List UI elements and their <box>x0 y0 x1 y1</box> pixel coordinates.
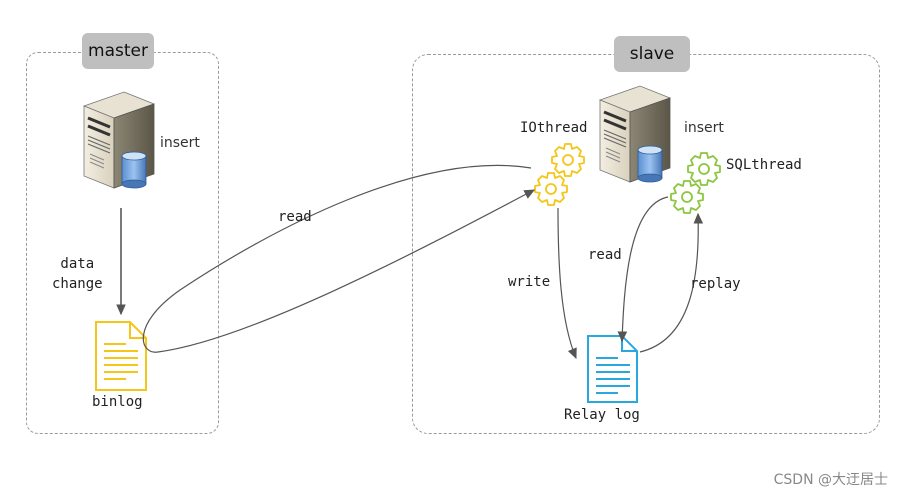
read-binlog-arrow <box>142 164 536 353</box>
slave-server-icon <box>598 84 672 184</box>
master-title: master <box>82 33 154 69</box>
binlog-file-icon <box>95 321 147 391</box>
slave-insert-label: insert <box>684 120 724 136</box>
read-binlog-label: read <box>278 209 312 225</box>
csdn-watermark: CSDN @大迂居士 <box>773 472 888 488</box>
read-relay-label: read <box>588 247 622 263</box>
replay-arrow <box>639 212 704 353</box>
io-thread-label: IOthread <box>520 120 588 136</box>
relay-log-label: Relay log <box>564 407 640 423</box>
replay-label: replay <box>690 276 741 292</box>
read-relay-arrow <box>617 196 669 343</box>
binlog-label: binlog <box>92 394 143 410</box>
relay-log-file-icon <box>587 335 638 403</box>
master-insert-label: insert <box>160 135 200 151</box>
slave-title: slave <box>614 36 690 72</box>
write-relay-label: write <box>508 274 551 290</box>
sql-thread-gear-icon <box>687 152 721 186</box>
sql-thread-label: SQLthread <box>726 157 802 173</box>
data-change-label: data change <box>52 256 103 292</box>
master-server-icon <box>82 90 156 190</box>
io-thread-gear-icon-2 <box>534 172 568 206</box>
write-relay-arrow <box>557 207 577 360</box>
io-thread-gear-icon <box>551 143 585 177</box>
sql-thread-gear-icon-2 <box>670 180 704 214</box>
